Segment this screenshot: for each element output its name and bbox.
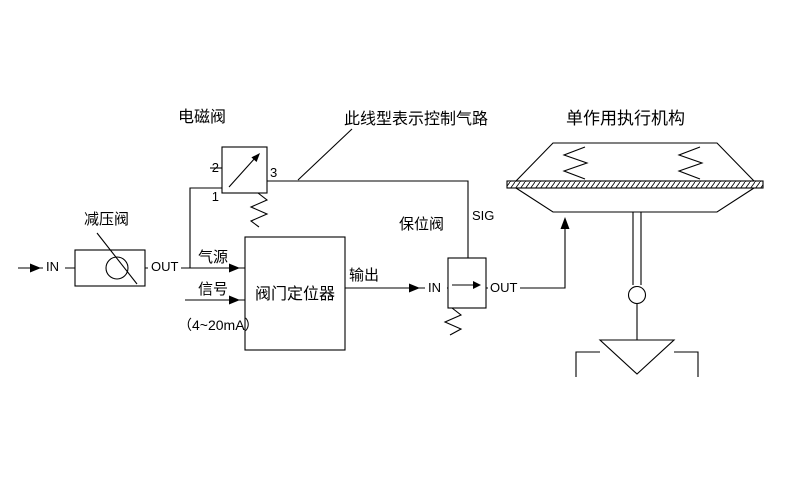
- supply-out-label: OUT: [151, 259, 179, 274]
- solenoid-spring: [249, 192, 269, 228]
- lockup-in-label: IN: [428, 280, 441, 295]
- supply-in-arrow: [30, 263, 41, 273]
- air-source-arrow: [229, 263, 240, 273]
- solenoid-port2-label: 2: [212, 160, 219, 175]
- solenoid-flow-arrow: [251, 153, 260, 162]
- out-right-label-bg: [488, 280, 520, 294]
- solenoid-port3-label: 3: [270, 165, 277, 180]
- valve-plug-triangle: [598, 339, 676, 375]
- reducing-valve-label: 减压阀: [84, 211, 129, 228]
- signal-range-label: （4~20mA）: [178, 317, 259, 333]
- air-source-label: 气源: [198, 249, 228, 266]
- actuator-stem: [632, 212, 642, 285]
- lockup-spring: [443, 307, 463, 336]
- lockup-valve-label: 保位阀: [399, 216, 444, 233]
- positioner-box: [244, 236, 346, 351]
- reducing-valve-adjust-line: [96, 232, 138, 285]
- signal-label: 信号: [198, 281, 228, 298]
- in-right-label-bg: [425, 280, 447, 294]
- actuator-spring-left: [562, 146, 589, 180]
- sig-port-label: SIG: [472, 208, 494, 223]
- actuator-dish: [515, 187, 755, 213]
- reducing-valve-circle: [105, 256, 129, 280]
- to-actuator-arrow: [560, 217, 570, 229]
- actuator-dome: [515, 142, 755, 182]
- actuator-diaphragm-hatch: [506, 180, 764, 189]
- actuator-spring-right: [677, 146, 704, 180]
- lockup-valve-body: [447, 257, 487, 309]
- output-arrow: [409, 283, 420, 293]
- actuator-label: 单作用执行机构: [566, 109, 685, 128]
- stem-connector-circle: [627, 285, 647, 305]
- solenoid-valve-body: [221, 146, 268, 194]
- signal-arrow: [229, 295, 240, 305]
- output-label: 输出: [349, 267, 379, 284]
- note-leader-line: [297, 128, 353, 181]
- solenoid-branch-line: [189, 187, 222, 268]
- control-air-line: [267, 180, 469, 258]
- in-left-label-bg: [43, 258, 65, 273]
- pipe-stub-left: [575, 351, 600, 377]
- supply-in-label: IN: [46, 259, 59, 274]
- solenoid-flow-line: [228, 156, 257, 188]
- positioner-label: 阀门定位器: [255, 285, 335, 303]
- lockup-out-label: OUT: [490, 280, 518, 295]
- solenoid-port1-label: 1: [212, 189, 219, 204]
- pipe-stub-right: [674, 351, 699, 377]
- solenoid-valve-label: 电磁阀: [178, 108, 226, 126]
- control-line-note: 此线型表示控制气路: [344, 110, 488, 128]
- out-left-label-bg: [148, 258, 181, 273]
- lockup-flow-arrow: [473, 281, 481, 289]
